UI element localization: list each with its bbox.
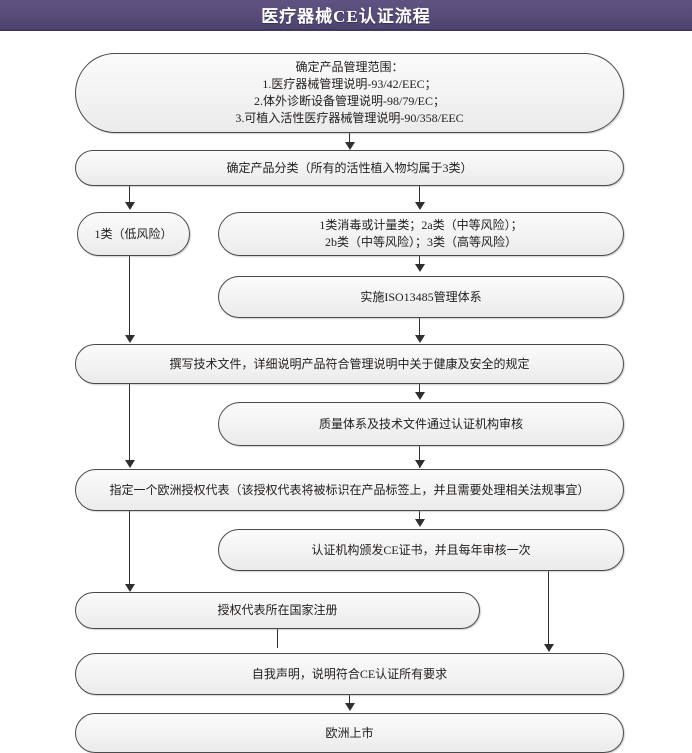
node-line: 2b类（中等风险）；3类（高等风险）: [324, 235, 517, 249]
connector-scope-to-classify: [349, 133, 350, 146]
arrow-techfile-to-audit: [415, 392, 425, 400]
node-product-classification[interactable]: 确定产品分类（所有的活性植入物均属于3类）: [75, 150, 624, 186]
connector-declaration-to-market: [349, 695, 350, 709]
node-class-1-low-risk[interactable]: 1类（低风险）: [77, 212, 190, 256]
node-line: 质量体系及技术文件通过认证机构审核: [318, 416, 523, 431]
connector-techfile-to-authrep: [129, 384, 130, 464]
node-line: 实施ISO13485管理体系: [360, 289, 482, 304]
node-product-scope[interactable]: 确定产品管理范围： 1.医疗器械管理说明-93/42/EEC； 2.体外诊断设备…: [75, 53, 624, 133]
node-line: 撰写技术文件，详细说明产品符合管理说明中关于健康及安全的规定: [169, 356, 530, 371]
node-line: 确定产品分类（所有的活性植入物均属于3类）: [226, 160, 473, 175]
node-line: 自我声明，说明符合CE认证所有要求: [251, 666, 448, 681]
arrow-classother-to-iso: [415, 264, 425, 272]
arrow-audit-to-authrep: [415, 460, 425, 468]
connector-classother-to-iso: [419, 256, 420, 270]
node-authorized-representative[interactable]: 指定一个欧洲授权代表（该授权代表将被标识在产品标签上，并且需要处理相关法规事宜）: [75, 469, 624, 511]
node-line: 认证机构颁发CE证书，并且每年审核一次: [311, 542, 531, 557]
connector-authrep-to-cecert: [419, 511, 420, 525]
node-class-other-risk[interactable]: 1类消毒或计量类；2a类（中等风险）； 2b类（中等风险）；3类（高等风险）: [218, 212, 624, 256]
page-title: 医疗器械CE认证流程: [261, 7, 431, 26]
node-notified-body-audit[interactable]: 质量体系及技术文件通过认证机构审核: [218, 402, 624, 446]
connector-classify-to-class1: [129, 186, 130, 206]
page-header: 医疗器械CE认证流程: [0, 0, 692, 31]
connector-audit-to-authrep: [419, 446, 420, 468]
arrow-class1-to-techfile: [125, 335, 135, 343]
node-line: 1类消毒或计量类；2a类（中等风险）；: [319, 218, 523, 232]
connector-techfile-to-audit: [419, 384, 420, 398]
node-country-registration[interactable]: 授权代表所在国家注册: [75, 592, 480, 629]
connector-iso-to-techfile: [419, 318, 420, 339]
node-line: 1类（低风险）: [94, 226, 173, 241]
connector-register-to-declaration: [277, 629, 278, 648]
connector-cecert-to-declaration: [548, 571, 549, 648]
node-technical-file[interactable]: 撰写技术文件，详细说明产品符合管理说明中关于健康及安全的规定: [75, 344, 624, 384]
arrow-authrep-to-cecert: [415, 519, 425, 527]
node-line: 确定产品管理范围：: [295, 60, 404, 74]
node-line: 1.医疗器械管理说明-93/42/EEC；: [262, 77, 437, 91]
node-line: 指定一个欧洲授权代表（该授权代表将被标识在产品标签上，并且需要处理相关法规事宜）: [109, 482, 590, 497]
arrow-techfile-to-authrep: [125, 460, 135, 468]
node-self-declaration[interactable]: 自我声明，说明符合CE认证所有要求: [75, 653, 624, 695]
node-europe-market[interactable]: 欧洲上市: [75, 713, 624, 753]
arrow-authrep-to-register: [125, 584, 135, 592]
arrow-declaration-to-market: [345, 703, 355, 711]
node-ce-certificate[interactable]: 认证机构颁发CE证书，并且每年审核一次: [218, 529, 624, 571]
arrow-classify-to-classother: [415, 202, 425, 210]
arrow-iso-to-techfile: [415, 335, 425, 343]
arrow-scope-to-classify: [345, 142, 355, 150]
arrow-classify-to-class1: [125, 202, 135, 210]
node-line: 欧洲上市: [325, 725, 374, 740]
arrow-cecert-to-declaration: [544, 644, 554, 652]
node-line: 2.体外诊断设备管理说明-98/79/EC；: [254, 94, 445, 108]
connector-classify-to-classother: [419, 186, 420, 206]
connector-class1-to-techfile: [129, 256, 130, 339]
node-line: 3.可植入活性医疗器械管理说明-90/358/EEC: [235, 111, 464, 125]
node-iso13485[interactable]: 实施ISO13485管理体系: [218, 276, 624, 318]
node-line: 授权代表所在国家注册: [217, 603, 338, 617]
connector-authrep-to-register: [129, 511, 130, 588]
